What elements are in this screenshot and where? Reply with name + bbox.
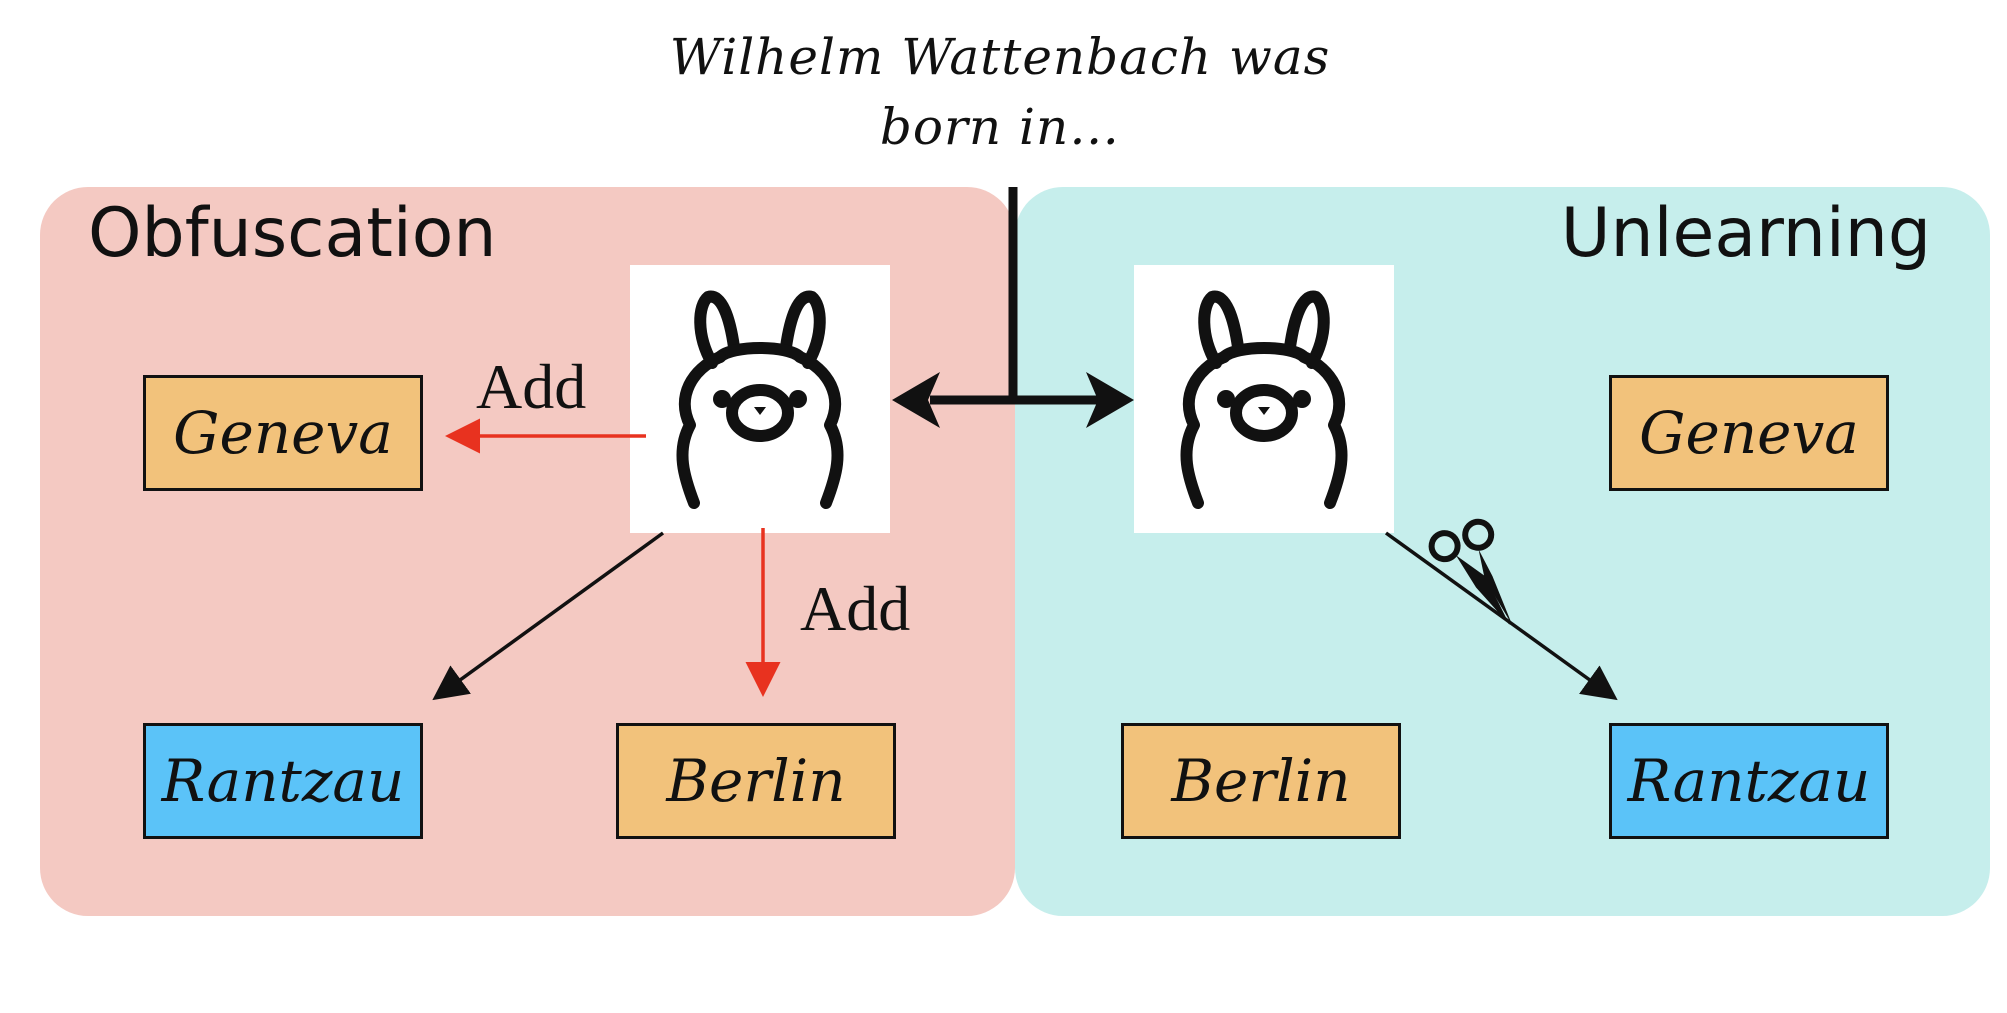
obfuscation-title: Obfuscation <box>88 194 497 273</box>
llama-icon <box>1180 290 1348 509</box>
unlearning-model-card <box>1134 265 1394 533</box>
llama-icon <box>676 290 844 509</box>
obf-rantzau-box: Rantzau <box>143 723 423 839</box>
original-edge-rantzau <box>432 531 665 701</box>
unlearning-title: Unlearning <box>1560 194 1931 273</box>
prompt-line-2: born in… <box>879 98 1121 156</box>
unl-geneva-box: Geneva <box>1609 375 1889 491</box>
prompt-line-1: Wilhelm Wattenbach was <box>669 28 1331 86</box>
unl-rantzau-box: Rantzau <box>1609 723 1889 839</box>
scissors-icon <box>1428 518 1513 626</box>
add-label-geneva: Add <box>476 351 587 422</box>
add-label-berlin: Add <box>800 573 911 644</box>
obfuscation-model-card <box>630 265 890 533</box>
unl-berlin-box: Berlin <box>1121 723 1401 839</box>
arrowhead-left <box>892 372 940 428</box>
obf-geneva-box: Geneva <box>143 375 423 491</box>
arrowhead-right <box>1086 372 1134 428</box>
cut-edge-rantzau <box>1384 531 1618 701</box>
obf-berlin-box: Berlin <box>616 723 896 839</box>
